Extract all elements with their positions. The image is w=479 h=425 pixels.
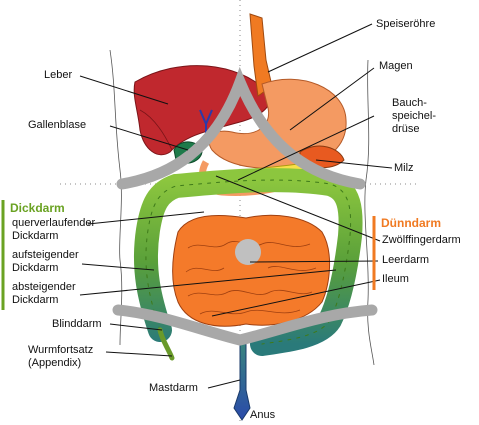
label-wurmfortsatz-line-2: (Appendix) [28, 357, 82, 369]
leader-lines [79, 23, 393, 389]
label-zwoelffingerdarm: Zwölffingerdarm [382, 234, 461, 246]
label-bauchspeicheldruese-line-1: Bauch- [392, 97, 427, 109]
label-querverlaufender-line-1: querverlaufender [12, 217, 96, 229]
rectum-shape [233, 335, 251, 421]
label-bauchspeicheldruese-line-3: drüse [392, 123, 420, 135]
label-aufsteigender-line-2: Dickdarm [12, 262, 59, 274]
navel-marker [235, 239, 261, 265]
label-ileum: Ileum [382, 273, 409, 285]
label-aufsteigender-line-1: aufsteigender [12, 249, 79, 261]
label-wurmfortsatz-line-1: Wurmfortsatz [28, 344, 94, 356]
label-absteigender-dickdarm: absteigender Dickdarm [12, 281, 76, 307]
label-speiseroehre: Speiseröhre [376, 18, 436, 30]
label-bauchspeicheldruese: Bauch- speichel- drüse [392, 97, 436, 136]
label-leber: Leber [44, 69, 73, 81]
label-anus: Anus [250, 409, 276, 421]
small-intestine-shape [172, 214, 331, 327]
body-outline [109, 49, 375, 366]
label-leerdarm: Leerdarm [382, 254, 430, 266]
label-wurmfortsatz: Wurmfortsatz (Appendix) [28, 344, 93, 370]
label-gallenblase: Gallenblase [28, 119, 87, 131]
label-bauchspeicheldruese-line-2: speichel- [392, 110, 437, 122]
label-querverlaufender-dickdarm: querverlaufender Dickdarm [12, 217, 95, 243]
label-blinddarm: Blinddarm [52, 318, 102, 330]
label-milz: Milz [394, 162, 414, 174]
duenndarm-group-heading: Dünndarm [381, 216, 441, 230]
label-absteigender-line-2: Dickdarm [12, 294, 59, 306]
liver-lobe-shape [139, 109, 173, 151]
label-absteigender-line-1: absteigender [12, 281, 76, 293]
skeleton-bands [112, 66, 378, 346]
label-magen: Magen [379, 60, 413, 72]
label-querverlaufender-line-2: Dickdarm [12, 230, 59, 242]
label-aufsteigender-dickdarm: aufsteigender Dickdarm [12, 249, 79, 275]
small-intestine-folds [185, 241, 317, 315]
label-mastdarm: Mastdarm [149, 382, 198, 394]
dickdarm-group-heading: Dickdarm [10, 201, 65, 215]
